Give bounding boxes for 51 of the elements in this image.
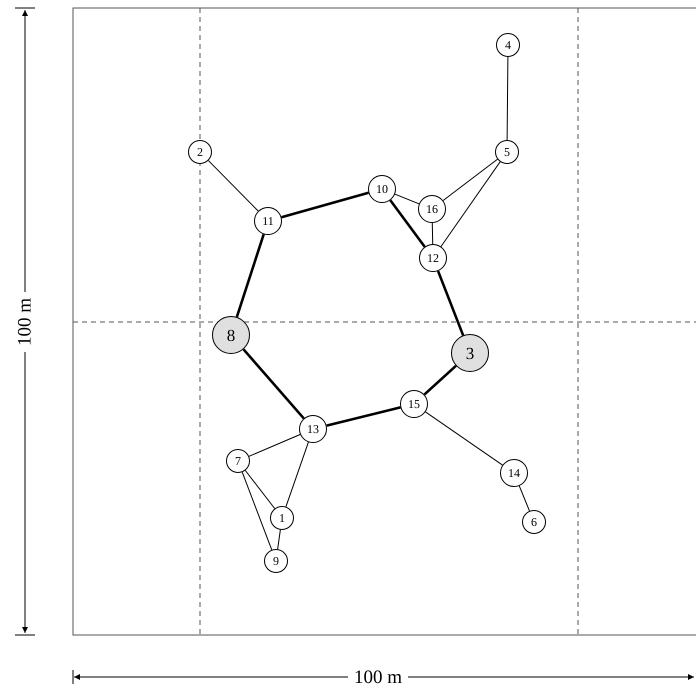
node-circle (495, 140, 519, 164)
link-line (423, 364, 457, 396)
node-circle (496, 33, 520, 57)
node-circle (419, 244, 447, 272)
link-line (432, 222, 434, 244)
link-line (506, 56, 508, 140)
node-circle (264, 549, 288, 573)
node-number: 3 (466, 344, 474, 362)
node-circle (500, 459, 528, 487)
node-circle (188, 140, 212, 164)
node-number: 7 (235, 455, 241, 467)
node-circle (418, 195, 446, 223)
node-number: 8 (226, 326, 236, 344)
node-circle (212, 316, 250, 354)
node-circle (368, 175, 396, 203)
node-number: 4 (505, 39, 511, 51)
link-line (425, 411, 503, 466)
link-line (389, 199, 426, 248)
link-line (248, 434, 301, 457)
link-line (281, 192, 369, 218)
node-circle (522, 510, 546, 534)
node-circle (451, 334, 489, 372)
node-number: 16 (426, 203, 438, 215)
link-line (436, 270, 464, 336)
link-line (440, 161, 501, 248)
node-number: 12 (427, 252, 439, 264)
node-number: 10 (376, 183, 388, 195)
node-circle (270, 506, 294, 530)
link-line (394, 194, 420, 204)
link-line (277, 529, 281, 550)
node-number: 9 (273, 555, 279, 567)
node-number: 11 (262, 215, 274, 227)
node-number: 14 (508, 467, 520, 479)
link-line (442, 158, 498, 202)
node-circle (226, 449, 250, 473)
node-number: 13 (307, 423, 319, 435)
node-number: 5 (504, 146, 510, 158)
node-circle (400, 390, 428, 418)
node-circle (299, 415, 327, 443)
node-number: 15 (408, 398, 420, 410)
link-line (244, 470, 276, 509)
link-line (242, 472, 272, 550)
link-line (518, 485, 530, 512)
node-circle (254, 207, 282, 235)
link-line (208, 160, 259, 212)
link-line (285, 442, 309, 508)
node-number: 6 (531, 516, 537, 528)
node-number: 2 (197, 146, 203, 158)
link-line (236, 234, 265, 318)
link-line (326, 406, 401, 427)
node-number: 1 (279, 512, 285, 524)
